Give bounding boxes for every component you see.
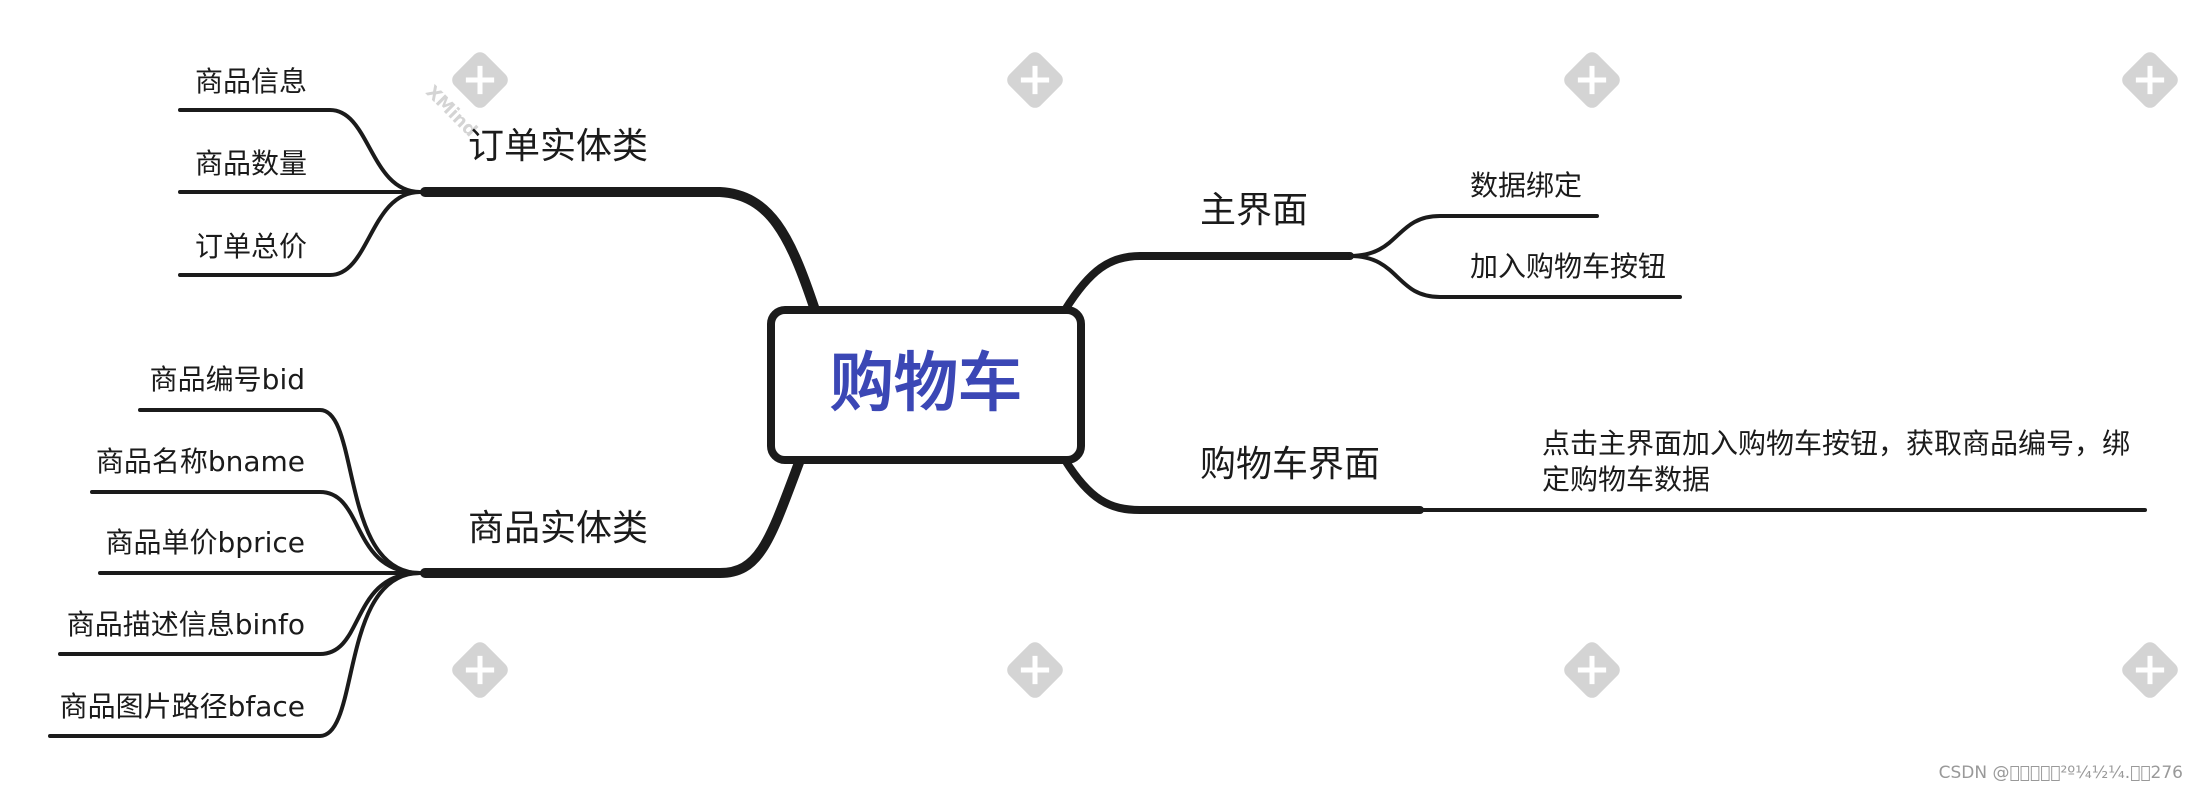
connector-lines xyxy=(48,108,2147,738)
connector-main-ui-to-button xyxy=(1348,254,1682,299)
footer-credit: CSDN @     ²º¼½¼.  276 xyxy=(1939,763,2183,783)
subtopic-binfo[interactable]: 商品描述信息binfo xyxy=(67,608,305,641)
xmind-watermark-icon xyxy=(1564,642,1620,698)
subtopic-bface[interactable]: 商品图片路径bface xyxy=(60,690,305,723)
subtopic-data-binding[interactable]: 数据绑定 xyxy=(1470,169,1582,202)
xmind-watermark-icon xyxy=(1564,52,1620,108)
topic-main-ui[interactable]: 主界面 xyxy=(1200,190,1308,231)
connector-order-to-total xyxy=(178,190,422,277)
connector-product-to-bid xyxy=(138,408,422,575)
xmind-watermark-icon xyxy=(2122,642,2178,698)
subtopic-product-info[interactable]: 商品信息 xyxy=(195,65,307,98)
topic-product-entity[interactable]: 商品实体类 xyxy=(468,508,648,549)
connector-central-to-order-entity xyxy=(420,187,820,315)
subtopic-cart-desc-line1[interactable]: 点击主界面加入购物车按钮，获取商品编号，绑 xyxy=(1542,427,2130,460)
subtopic-bid[interactable]: 商品编号bid xyxy=(150,363,305,396)
xmind-watermark-icon xyxy=(2122,52,2178,108)
subtopic-bname[interactable]: 商品名称bname xyxy=(96,445,305,478)
connector-central-to-product-entity xyxy=(420,455,805,578)
xmind-watermark-icon xyxy=(1007,52,1063,108)
connector-product-to-bname xyxy=(90,490,422,575)
subtopic-bprice[interactable]: 商品单价bprice xyxy=(106,526,305,559)
connector-central-to-cart-ui xyxy=(1061,456,1424,514)
subtopic-add-to-cart-button[interactable]: 加入购物车按钮 xyxy=(1470,250,1666,283)
xmind-watermark-icon xyxy=(1007,642,1063,698)
central-topic[interactable]: 购物车 xyxy=(767,306,1085,464)
connector-main-ui-to-binding xyxy=(1348,214,1599,258)
central-topic-label: 购物车 xyxy=(830,347,1022,421)
xmind-watermark-icon xyxy=(452,642,508,698)
central-topic-box xyxy=(767,306,1085,464)
connector-product-to-bface xyxy=(48,571,422,738)
topic-cart-ui[interactable]: 购物车界面 xyxy=(1200,444,1380,485)
watermark-layer: XMind xyxy=(421,52,2178,698)
subtopic-order-total[interactable]: 订单总价 xyxy=(195,230,307,263)
topic-order-entity[interactable]: 订单实体类 xyxy=(468,126,648,167)
connector-order-to-info xyxy=(178,108,422,194)
subtopic-cart-desc-line2[interactable]: 定购物车数据 xyxy=(1542,463,1710,496)
subtopic-product-qty[interactable]: 商品数量 xyxy=(195,147,307,180)
connector-central-to-main-ui xyxy=(1061,252,1354,314)
